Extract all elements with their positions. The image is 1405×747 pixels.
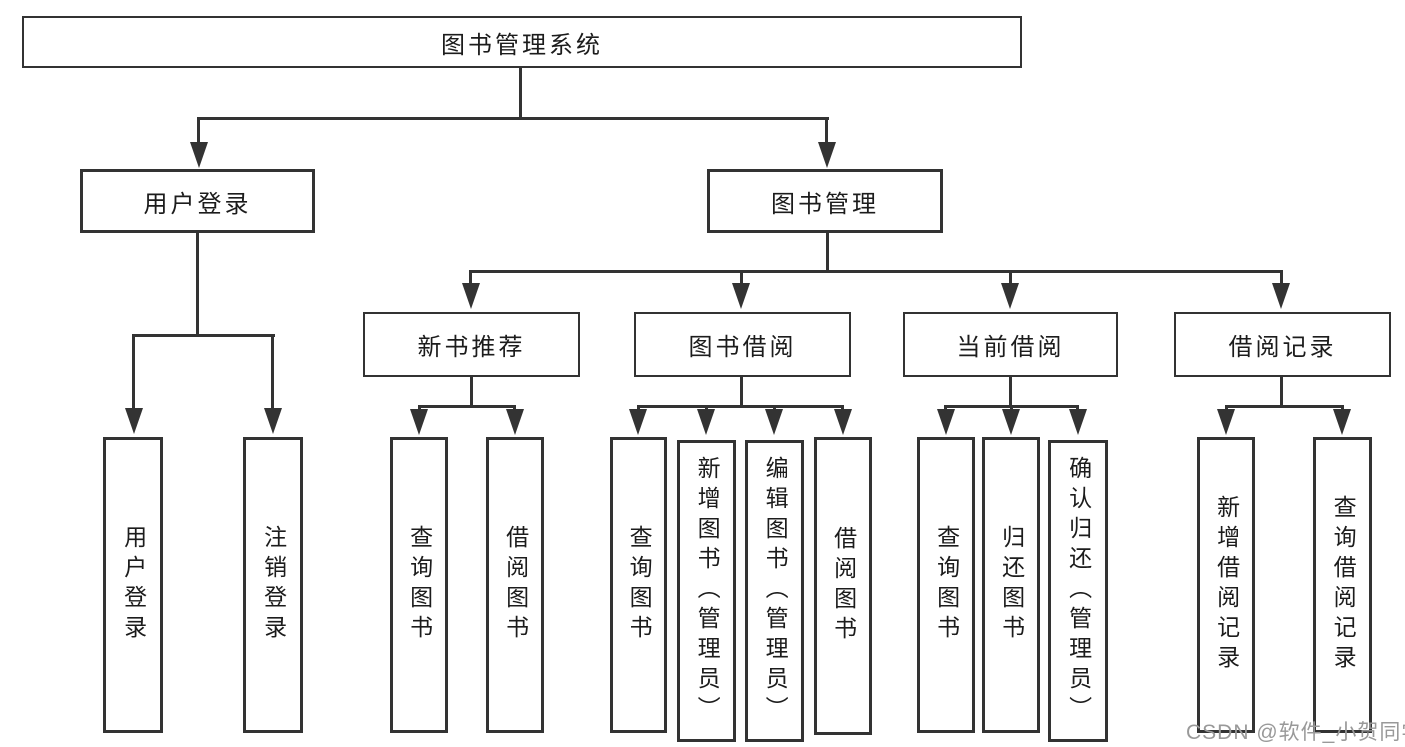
leaf-records-query-record: 查询借阅记录 <box>1313 437 1372 733</box>
leaf-borrow-borrow-books-label: 借阅图书 <box>830 526 857 646</box>
node-book-management: 图书管理 <box>707 169 943 233</box>
leaf-current-query-books: 查询图书 <box>917 437 975 733</box>
connector-root-bar <box>197 117 829 120</box>
arrow-down-icon <box>190 142 208 168</box>
watermark: CSDN @软件_小贺同学 <box>1186 721 1405 744</box>
arrow-down-icon <box>732 283 750 309</box>
connector-level3-shaft-2 <box>740 270 743 286</box>
node-book-borrow-label: 图书借阅 <box>688 334 797 361</box>
node-borrow-records-label: 借阅记录 <box>1228 334 1337 361</box>
leaf-borrow-borrow-books: 借阅图书 <box>814 437 872 735</box>
connector-records-bar <box>1225 405 1344 408</box>
arrow-down-icon <box>937 409 955 435</box>
node-current-borrow-label: 当前借阅 <box>956 334 1065 361</box>
leaf-borrow-add-books-admin-label: 新增图书（管理员） <box>694 456 721 726</box>
connector-current-stem <box>1009 377 1012 408</box>
node-book-borrow: 图书借阅 <box>634 312 851 377</box>
arrow-down-icon <box>1217 409 1235 435</box>
connector-borrow-bar <box>637 405 844 408</box>
leaf-user-login: 用户登录 <box>103 437 163 733</box>
arrow-down-icon <box>629 409 647 435</box>
connector-borrow-stem <box>740 377 743 408</box>
leaf-records-query-record-label: 查询借阅记录 <box>1330 495 1357 675</box>
connector-newbook-bar <box>418 405 516 408</box>
connector-records-stem <box>1280 377 1283 408</box>
connector-root-left-shaft <box>197 117 200 145</box>
connector-level3-shaft-1 <box>469 270 472 286</box>
arrow-down-icon <box>818 142 836 168</box>
node-book-management-label: 图书管理 <box>771 190 879 218</box>
connector-root-right-shaft <box>825 117 828 145</box>
arrow-down-icon <box>1001 283 1019 309</box>
node-new-book-recommend: 新书推荐 <box>363 312 580 377</box>
node-new-book-recommend-label: 新书推荐 <box>417 334 526 361</box>
arrow-down-icon <box>1002 409 1020 435</box>
connector-userlogin-bar <box>132 334 275 337</box>
leaf-logout-label: 注销登录 <box>260 525 287 645</box>
leaf-records-add-record: 新增借阅记录 <box>1197 437 1255 733</box>
leaf-newbook-query-books: 查询图书 <box>390 437 448 733</box>
leaf-borrow-add-books-admin: 新增图书（管理员） <box>677 440 736 742</box>
leaf-current-return-books: 归还图书 <box>982 437 1040 733</box>
arrow-down-icon <box>1272 283 1290 309</box>
arrow-down-icon <box>765 409 783 435</box>
arrow-down-icon <box>1069 409 1087 435</box>
connector-root-stem <box>519 68 522 119</box>
connector-bookmgmt-stem <box>826 233 829 273</box>
connector-level3-shaft-4 <box>1280 270 1283 286</box>
node-current-borrow: 当前借阅 <box>903 312 1118 377</box>
leaf-records-add-record-label: 新增借阅记录 <box>1213 495 1240 675</box>
connector-level3-shaft-3 <box>1009 270 1012 286</box>
node-borrow-records: 借阅记录 <box>1174 312 1391 377</box>
leaf-logout: 注销登录 <box>243 437 303 733</box>
arrow-down-icon <box>1333 409 1351 435</box>
connector-level3-bar <box>469 270 1283 273</box>
arrow-down-icon <box>834 409 852 435</box>
arrow-down-icon <box>264 408 282 434</box>
node-user-login-label: 用户登录 <box>143 190 252 218</box>
leaf-current-query-books-label: 查询图书 <box>933 525 960 645</box>
leaf-current-confirm-return-admin: 确认归还（管理员） <box>1048 440 1108 742</box>
connector-userlogin-shaft-1 <box>132 334 135 410</box>
arrow-down-icon <box>410 409 428 435</box>
leaf-borrow-edit-books-admin-label: 编辑图书（管理员） <box>762 456 789 726</box>
arrow-down-icon <box>506 409 524 435</box>
arrow-down-icon <box>462 283 480 309</box>
node-root: 图书管理系统 <box>22 16 1022 68</box>
node-root-label: 图书管理系统 <box>441 31 603 59</box>
leaf-current-confirm-return-admin-label: 确认归还（管理员） <box>1065 456 1092 726</box>
arrow-down-icon <box>125 408 143 434</box>
arrow-down-icon <box>697 409 715 435</box>
leaf-newbook-borrow-books: 借阅图书 <box>486 437 544 733</box>
leaf-current-return-books-label: 归还图书 <box>998 525 1025 645</box>
connector-newbook-stem <box>470 377 473 408</box>
connector-userlogin-shaft-2 <box>271 334 274 410</box>
node-user-login: 用户登录 <box>80 169 315 233</box>
leaf-newbook-query-books-label: 查询图书 <box>406 525 433 645</box>
leaf-borrow-query-books-label: 查询图书 <box>626 525 653 645</box>
leaf-borrow-query-books: 查询图书 <box>610 437 667 733</box>
connector-userlogin-stem <box>196 233 199 337</box>
leaf-borrow-edit-books-admin: 编辑图书（管理员） <box>745 440 804 742</box>
leaf-newbook-borrow-books-label: 借阅图书 <box>502 525 529 645</box>
leaf-user-login-label: 用户登录 <box>120 525 147 645</box>
